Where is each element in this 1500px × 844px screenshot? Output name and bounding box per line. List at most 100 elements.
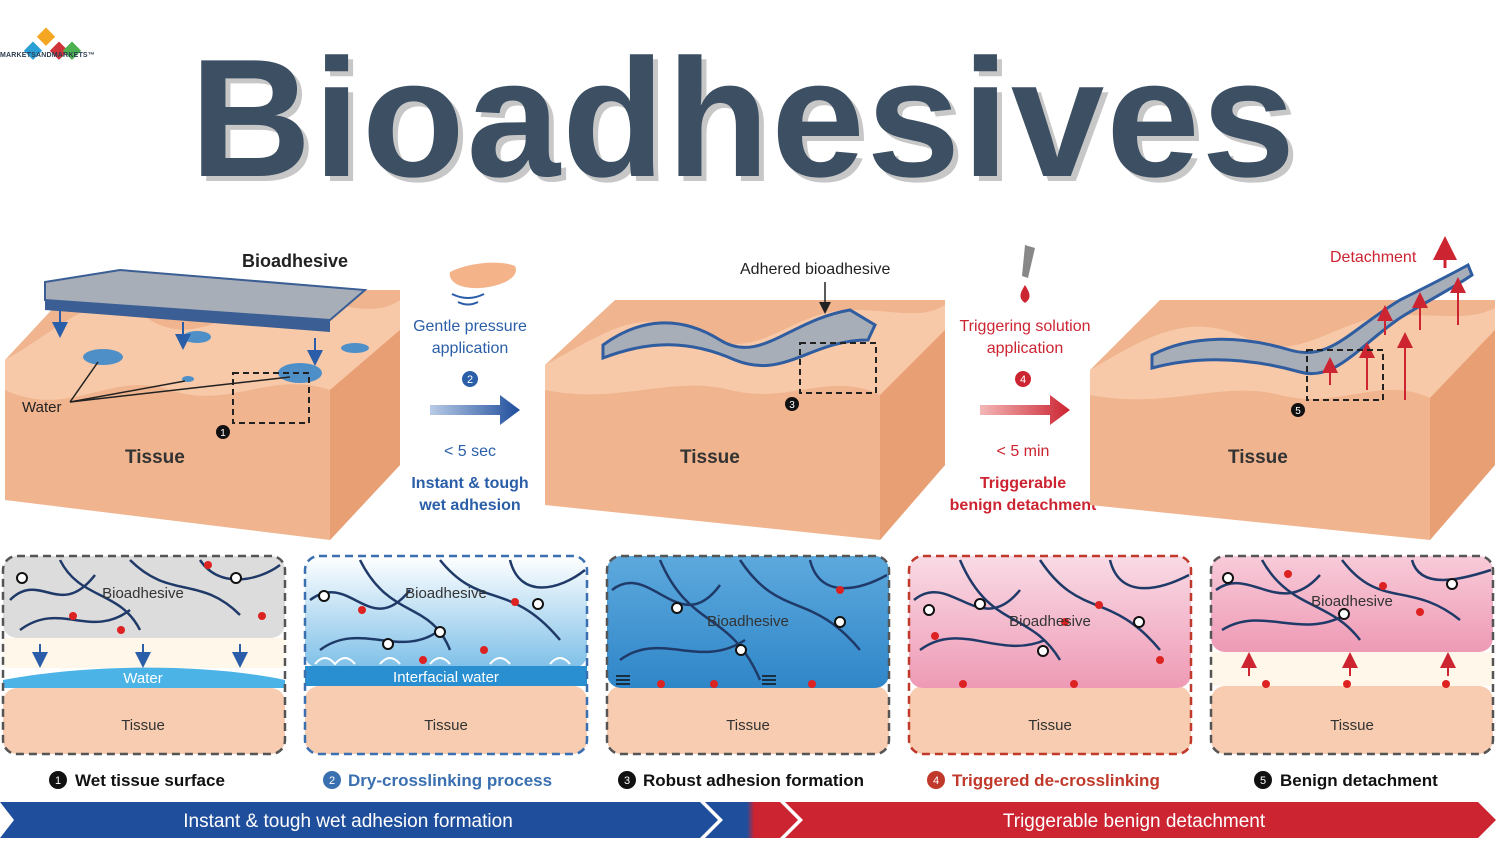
panel-top-region bbox=[305, 556, 587, 668]
water-layer bbox=[3, 667, 285, 688]
panel-4: Bioadhesive Tissue 4 Triggered de-crossl… bbox=[907, 554, 1193, 790]
panel-mid-label: Water bbox=[123, 670, 162, 687]
nhs-group bbox=[1379, 582, 1387, 590]
zoom-box bbox=[1306, 349, 1384, 401]
time-label: < 5 min bbox=[997, 443, 1050, 460]
brand-logo bbox=[23, 27, 82, 60]
bioadhesive-sheet bbox=[44, 268, 368, 322]
panel-caption: Dry-crosslinking process bbox=[348, 771, 552, 790]
panel-caption: Triggered de-crosslinking bbox=[952, 771, 1160, 790]
water-label: Water bbox=[22, 399, 61, 416]
transition-1: Gentle pressure application 2 < 5 sec In… bbox=[411, 262, 529, 514]
stage-1-wet-tissue: Bioadhesive Water 1 Tissue bbox=[5, 251, 400, 540]
panel-caption: Robust adhesion formation bbox=[643, 771, 864, 790]
banner-left-arrow bbox=[0, 802, 718, 838]
step-marker bbox=[1291, 403, 1305, 417]
nhs-group bbox=[657, 680, 665, 688]
panel-mid-label: Interfacial water bbox=[393, 669, 499, 686]
nhs-group bbox=[204, 561, 212, 569]
polymer-network bbox=[1215, 559, 1492, 641]
panel-tissue-region bbox=[3, 688, 285, 754]
banner-right-arrow bbox=[785, 802, 1496, 838]
caption-number-badge bbox=[49, 771, 67, 789]
step-number: 2 bbox=[467, 374, 473, 386]
panel-5: Bioadhesive Tissue 5 Benign detachment bbox=[1209, 554, 1495, 790]
trigger-label-2: application bbox=[987, 340, 1064, 357]
panel-top-label: Bioadhesive bbox=[405, 585, 487, 602]
nhs-group bbox=[1343, 680, 1351, 688]
panel-top-label: Bioadhesive bbox=[102, 585, 184, 602]
panel-top-label: Bioadhesive bbox=[1009, 613, 1091, 630]
nhs-group bbox=[710, 680, 718, 688]
polymer-network bbox=[9, 559, 281, 632]
banner-right-text: Triggerable benign detachment bbox=[1003, 811, 1266, 832]
crosslink-node bbox=[974, 598, 986, 610]
step-number: 1 bbox=[220, 428, 226, 439]
tissue-side-2 bbox=[880, 330, 945, 540]
panel-tissue-region bbox=[1211, 686, 1493, 754]
water-pointer bbox=[69, 376, 291, 403]
step-marker bbox=[216, 425, 230, 439]
dropper-icon bbox=[1022, 245, 1035, 278]
pressure-wave bbox=[457, 301, 479, 306]
nhs-group bbox=[358, 606, 366, 614]
result-label-2: benign detachment bbox=[950, 497, 1097, 514]
nhs-group bbox=[511, 598, 519, 606]
nhs-group bbox=[836, 586, 844, 594]
tissue-side-1 bbox=[330, 330, 400, 540]
time-label: < 5 sec bbox=[444, 443, 496, 460]
polymer-network bbox=[309, 559, 586, 652]
panel-bottom-label: Tissue bbox=[121, 717, 165, 734]
step-number: 3 bbox=[789, 400, 795, 411]
water-pointer bbox=[69, 361, 99, 403]
nhs-group bbox=[1442, 680, 1450, 688]
nhs-group bbox=[808, 680, 816, 688]
panel-tissue-region bbox=[909, 686, 1191, 754]
nhs-group bbox=[1262, 680, 1270, 688]
panel-middle-region bbox=[1211, 652, 1493, 686]
panel-bottom-label: Tissue bbox=[1028, 717, 1072, 734]
panel-3: Bioadhesive Tissue 3 Robust adhesion for… bbox=[605, 554, 891, 790]
caption-number: 4 bbox=[933, 775, 939, 787]
panel-2: Bioadhesive Interfacial water Tissue 2 D… bbox=[303, 554, 589, 790]
step-marker bbox=[785, 397, 799, 411]
detachment-label: Detachment bbox=[1330, 249, 1417, 266]
caption-number: 3 bbox=[624, 775, 630, 787]
crosslink-node bbox=[1133, 616, 1145, 628]
caption-number: 5 bbox=[1260, 775, 1266, 787]
caption-number: 1 bbox=[55, 775, 61, 787]
step-marker bbox=[1015, 371, 1031, 387]
water-pointer bbox=[69, 380, 186, 403]
panel-1: Bioadhesive Water Tissue 1 Wet tissue su… bbox=[1, 554, 287, 790]
crosslink-node bbox=[834, 616, 846, 628]
water-droplet bbox=[182, 376, 194, 382]
crosslink-node bbox=[382, 638, 394, 650]
progress-arrow bbox=[430, 395, 520, 425]
bioadhesive-diagram: Bioadhesive Water 1 Tissue Gentle pressu… bbox=[0, 236, 1496, 838]
crosslink-node bbox=[735, 644, 747, 656]
logo-wordmark: MARKETSANDMARKETS™ bbox=[0, 52, 95, 59]
zoom-box bbox=[799, 342, 877, 394]
crosslink-node bbox=[434, 626, 446, 638]
panel-top-label: Bioadhesive bbox=[707, 613, 789, 630]
crosslink-node bbox=[1446, 578, 1458, 590]
nhs-group bbox=[258, 612, 266, 620]
caption-number-badge bbox=[927, 771, 945, 789]
panel-caption: Benign detachment bbox=[1280, 771, 1438, 790]
pressure-label-1: Gentle pressure bbox=[413, 318, 527, 335]
step-number: 4 bbox=[1020, 374, 1026, 386]
panel-bottom-label: Tissue bbox=[726, 717, 770, 734]
peeling-sheet bbox=[1150, 262, 1474, 376]
step-number: 5 bbox=[1295, 406, 1301, 417]
water-droplet bbox=[278, 363, 322, 383]
crosslink-node bbox=[671, 602, 683, 614]
tissue-label: Tissue bbox=[1228, 447, 1288, 468]
nhs-group bbox=[1070, 680, 1078, 688]
result-label-2: wet adhesion bbox=[418, 497, 520, 514]
nhs-group bbox=[69, 612, 77, 620]
nhs-group bbox=[1061, 618, 1069, 626]
nhs-group bbox=[117, 626, 125, 634]
nhs-group bbox=[480, 646, 488, 654]
bottom-banner: Instant & tough wet adhesion formation T… bbox=[0, 802, 1496, 838]
panel-top-label: Bioadhesive bbox=[1311, 593, 1393, 610]
